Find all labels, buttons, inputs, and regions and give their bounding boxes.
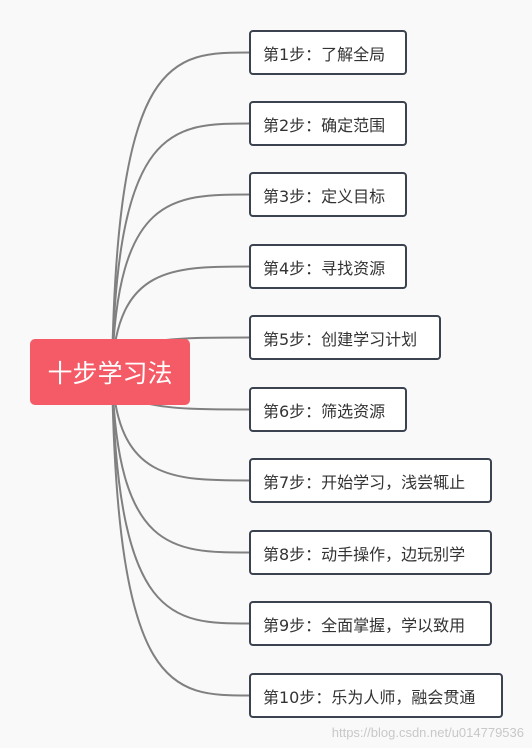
watermark: https://blog.csdn.net/u014779536 — [331, 725, 524, 740]
root-node[interactable]: 十步学习法 — [30, 339, 190, 405]
step-label: 第5步：创建学习计划 — [263, 329, 418, 349]
step-node-5[interactable]: 第5步：创建学习计划 — [249, 315, 441, 360]
step-label: 第1步：了解全局 — [263, 44, 386, 64]
step-label: 第7步：开始学习，浅尝辄止 — [263, 472, 466, 492]
connector-line-3 — [111, 193, 251, 373]
connector-line-10 — [111, 371, 251, 697]
step-node-1[interactable]: 第1步：了解全局 — [249, 30, 407, 75]
step-label: 第9步：全面掌握，学以致用 — [263, 615, 466, 635]
step-label: 第2步：确定范围 — [263, 115, 386, 135]
connector-line-8 — [111, 371, 251, 554]
connector-line-4 — [111, 265, 251, 373]
connector-line-2 — [111, 122, 251, 373]
step-label: 第4步：寻找资源 — [263, 258, 386, 278]
step-node-6[interactable]: 第6步：筛选资源 — [249, 387, 407, 432]
step-node-10[interactable]: 第10步：乐为人师，融会贯通 — [249, 673, 503, 718]
step-node-3[interactable]: 第3步：定义目标 — [249, 172, 407, 217]
step-node-9[interactable]: 第9步：全面掌握，学以致用 — [249, 601, 492, 646]
connector-line-9 — [111, 371, 251, 625]
step-label: 第8步：动手操作，边玩别学 — [263, 544, 466, 564]
root-node-label: 十步学习法 — [47, 359, 173, 388]
step-node-8[interactable]: 第8步：动手操作，边玩别学 — [249, 530, 492, 575]
connector-line-7 — [111, 371, 251, 482]
step-label: 第6步：筛选资源 — [263, 401, 386, 421]
step-node-7[interactable]: 第7步：开始学习，浅尝辄止 — [249, 458, 492, 503]
step-node-4[interactable]: 第4步：寻找资源 — [249, 244, 407, 289]
connector-line-1 — [111, 51, 251, 373]
step-label: 第10步：乐为人师，融会贯通 — [263, 687, 476, 707]
step-label: 第3步：定义目标 — [263, 186, 386, 206]
step-node-2[interactable]: 第2步：确定范围 — [249, 101, 407, 146]
